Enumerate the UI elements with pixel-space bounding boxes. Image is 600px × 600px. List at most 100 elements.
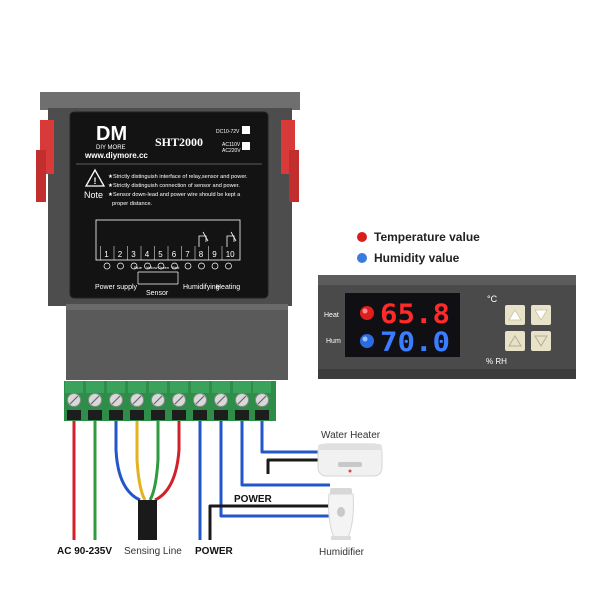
- brand-logo: DM: [96, 123, 127, 145]
- terminal-screw-icon: [184, 262, 192, 270]
- wire-entry: [67, 410, 81, 420]
- right-mounting-clip: [281, 120, 299, 202]
- down-button[interactable]: [531, 305, 551, 325]
- down-outline-arrow-icon: [534, 335, 548, 347]
- terminal-screw-icon: [171, 262, 178, 270]
- terminal-cap: [253, 381, 271, 393]
- ac-voltage-label: AC 90-235V: [57, 546, 112, 557]
- screw-slot: [153, 395, 163, 405]
- wire-heater-blue-2: [260, 421, 318, 454]
- voltage-option: AC220V: [222, 148, 241, 154]
- screw-slot: [216, 395, 226, 405]
- wires: [72, 421, 330, 540]
- terminal-cap: [128, 381, 146, 393]
- wire-sensor-blue: [114, 421, 141, 502]
- terminal-number-label: 3: [131, 250, 136, 259]
- wire-sensor-green: [148, 421, 160, 501]
- screw-slot: [195, 395, 205, 405]
- voltage-option: DC10-72V: [216, 129, 240, 135]
- water-heater-icon: [317, 443, 383, 477]
- group-label-power-supply: Power supply: [95, 284, 138, 291]
- down-arrow-icon: [534, 309, 548, 321]
- power-label-heater: POWER: [234, 494, 273, 505]
- group-label-humidifying: Humidifying: [183, 284, 220, 291]
- terminal-number-label: 7: [185, 250, 190, 259]
- terminal-screw-icon: [157, 262, 165, 270]
- left-mounting-clip: [36, 120, 54, 202]
- screw-slot: [237, 395, 247, 405]
- terminal-number-label: 9: [212, 250, 217, 259]
- humidity-value: 70.0: [380, 327, 450, 358]
- wire-entry: [130, 410, 144, 420]
- label-panel: DM DIY MORE www.diymore.cc SHT2000 DC10-…: [69, 111, 269, 299]
- screw-slot: [90, 395, 100, 405]
- terminal-screw-icon: [198, 262, 205, 270]
- terminal-screw-icon: [225, 262, 232, 270]
- warning-icon: !: [84, 168, 106, 187]
- legend-label-humidity: Humidity value: [374, 251, 460, 265]
- note-label: Note: [84, 190, 103, 200]
- terminal-cap: [107, 381, 125, 393]
- note-line: ★Sensor down-lead and power wire should …: [108, 191, 241, 198]
- sensor-symbol: [137, 271, 179, 285]
- terminal-cap: [149, 381, 167, 393]
- terminal-number-label: 6: [172, 250, 177, 259]
- terminal-cap: [170, 381, 188, 393]
- note-line: ★Strictly distinguish connection of sens…: [108, 182, 240, 189]
- temperature-unit: °C: [487, 294, 498, 304]
- terminal-cap: [191, 381, 209, 393]
- humidifier-icon: [328, 488, 354, 540]
- screw-slot: [111, 395, 121, 405]
- down-outline-button[interactable]: [531, 331, 551, 351]
- note-line: proper distance.: [112, 201, 153, 207]
- svg-text:!: !: [94, 176, 97, 186]
- terminal-number-label: 10: [226, 250, 235, 259]
- terminal-screw-icon: [211, 262, 219, 270]
- model-number: SHT2000: [155, 135, 203, 149]
- terminal-number-label: 2: [118, 250, 123, 259]
- terminal-screw-icon: [144, 262, 151, 270]
- relay-switch-icon: [226, 231, 237, 247]
- legend: Temperature value Humidity value: [357, 230, 480, 265]
- wire-humidifier-black: [208, 504, 330, 540]
- screw-slot: [69, 395, 79, 405]
- terminal-screw-icon: [130, 262, 138, 270]
- up-button[interactable]: [505, 305, 525, 325]
- sensing-line-label: Sensing Line: [124, 546, 182, 557]
- wire-entry: [109, 410, 123, 420]
- heat-indicator-light: [360, 306, 374, 320]
- up-outline-button[interactable]: [505, 331, 525, 351]
- wire-heater-blue: [240, 421, 330, 487]
- hum-indicator-light: [360, 334, 374, 348]
- wire-entry: [214, 410, 228, 420]
- sensor-wire-color-label: Yellow: [146, 265, 158, 270]
- group-label-heating: Heating: [216, 284, 240, 291]
- controller-front-display: Heat Hum 65.8 70.0 °C % RH: [318, 275, 576, 379]
- group-label-sensor: Sensor: [146, 290, 169, 297]
- terminal-screw-icon: [117, 262, 124, 270]
- wire-entry: [88, 410, 102, 420]
- terminal-block: [64, 381, 276, 421]
- wire-entry: [193, 410, 207, 420]
- terminal-cap: [212, 381, 230, 393]
- power-label: POWER: [195, 546, 234, 557]
- heat-indicator-label: Heat: [324, 312, 339, 319]
- wire-heater-black: [266, 458, 318, 474]
- sensor-wire-color-label: Green: [158, 265, 169, 270]
- voltage-checkbox: [242, 126, 250, 134]
- sensor-wire-color-label: Blue: [134, 265, 143, 270]
- up-arrow-icon: [508, 309, 522, 321]
- wire-entry: [172, 410, 186, 420]
- humidity-unit: % RH: [486, 357, 507, 366]
- terminal-screw-icon: [103, 262, 111, 270]
- sensor-cable-sheath: [138, 500, 157, 540]
- wire-entry: [235, 410, 249, 420]
- terminal-number-label: 8: [199, 250, 204, 259]
- terminal-cap: [233, 381, 251, 393]
- temperature-value: 65.8: [380, 299, 450, 330]
- relay-switch-icon: [198, 231, 209, 247]
- hum-indicator-label: Hum: [326, 338, 341, 345]
- screw-slot: [257, 395, 267, 405]
